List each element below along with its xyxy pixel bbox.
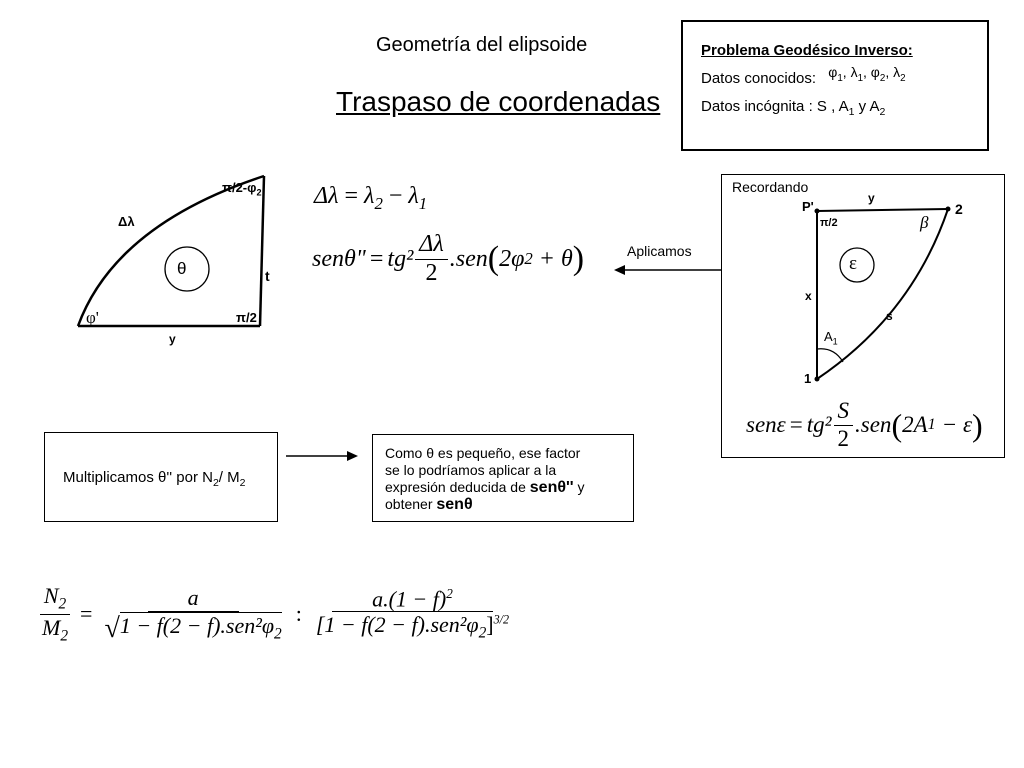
subtitle: Geometría del elipsoide bbox=[376, 34, 588, 56]
sector-diagram bbox=[76, 174, 266, 328]
sector-label-left-angle: φ' bbox=[86, 308, 99, 327]
triangle-label-a1: A1 bbox=[824, 329, 838, 347]
aplicamos-label: Aplicamos bbox=[627, 243, 692, 259]
multiplicamos-text: Multiplicamos θ'' por N2/ M2 bbox=[63, 469, 246, 489]
recordando-box: Recordando P' y 2 π/2 β ε x s A1 1 senε … bbox=[721, 174, 1005, 458]
recordando-title: Recordando bbox=[732, 179, 809, 195]
arrow-right-icon bbox=[286, 451, 358, 461]
theta-circle bbox=[164, 246, 210, 292]
problem-heading: Problema Geodésico Inverso: bbox=[701, 42, 913, 59]
known-data: Datos conocidos: φ1, λ1, φ2, λ2 bbox=[701, 64, 906, 87]
triangle-label-y: y bbox=[868, 191, 875, 205]
triangle-label-pi2: π/2 bbox=[820, 217, 838, 229]
triangle-label-s: s bbox=[886, 309, 893, 323]
triangle-diagram bbox=[814, 206, 951, 382]
sector-label-center: θ bbox=[177, 259, 187, 278]
unknown-data: Datos incógnita : S , A1 y A2 bbox=[701, 98, 886, 118]
sector-label-bottom-angle: π/2 bbox=[236, 310, 257, 325]
triangle-label-1: 1 bbox=[804, 371, 812, 386]
multiplicamos-box: Multiplicamos θ'' por N2/ M2 bbox=[44, 432, 278, 522]
sector-label-arc: Δλ bbox=[118, 214, 135, 229]
sector-label-bottom-side: y bbox=[169, 332, 176, 346]
arrow-left-icon bbox=[614, 265, 722, 275]
triangle-label-p: P' bbox=[802, 199, 814, 214]
triangle-label-beta: β bbox=[920, 213, 929, 232]
sector-label-right-side: t bbox=[265, 268, 270, 284]
sector-arc bbox=[76, 174, 265, 327]
sector-right-side bbox=[258, 175, 266, 327]
page-title: Traspaso de coordenadas bbox=[336, 86, 661, 117]
note-box: Como θ es pequeño, ese factor se lo podr… bbox=[372, 434, 634, 522]
formula-delta-lambda: Δλ = λ2 − λ1 bbox=[314, 183, 428, 213]
triangle-label-epsilon: ε bbox=[849, 253, 857, 274]
triangle-label-x: x bbox=[805, 289, 812, 303]
sector-label-top-angle: π/2-φ2 bbox=[222, 180, 262, 198]
problem-box: Problema Geodésico Inverso: Datos conoci… bbox=[681, 20, 989, 151]
triangle-label-2: 2 bbox=[955, 201, 963, 217]
note-text: Como θ es pequeño, ese factor se lo podr… bbox=[385, 445, 585, 513]
